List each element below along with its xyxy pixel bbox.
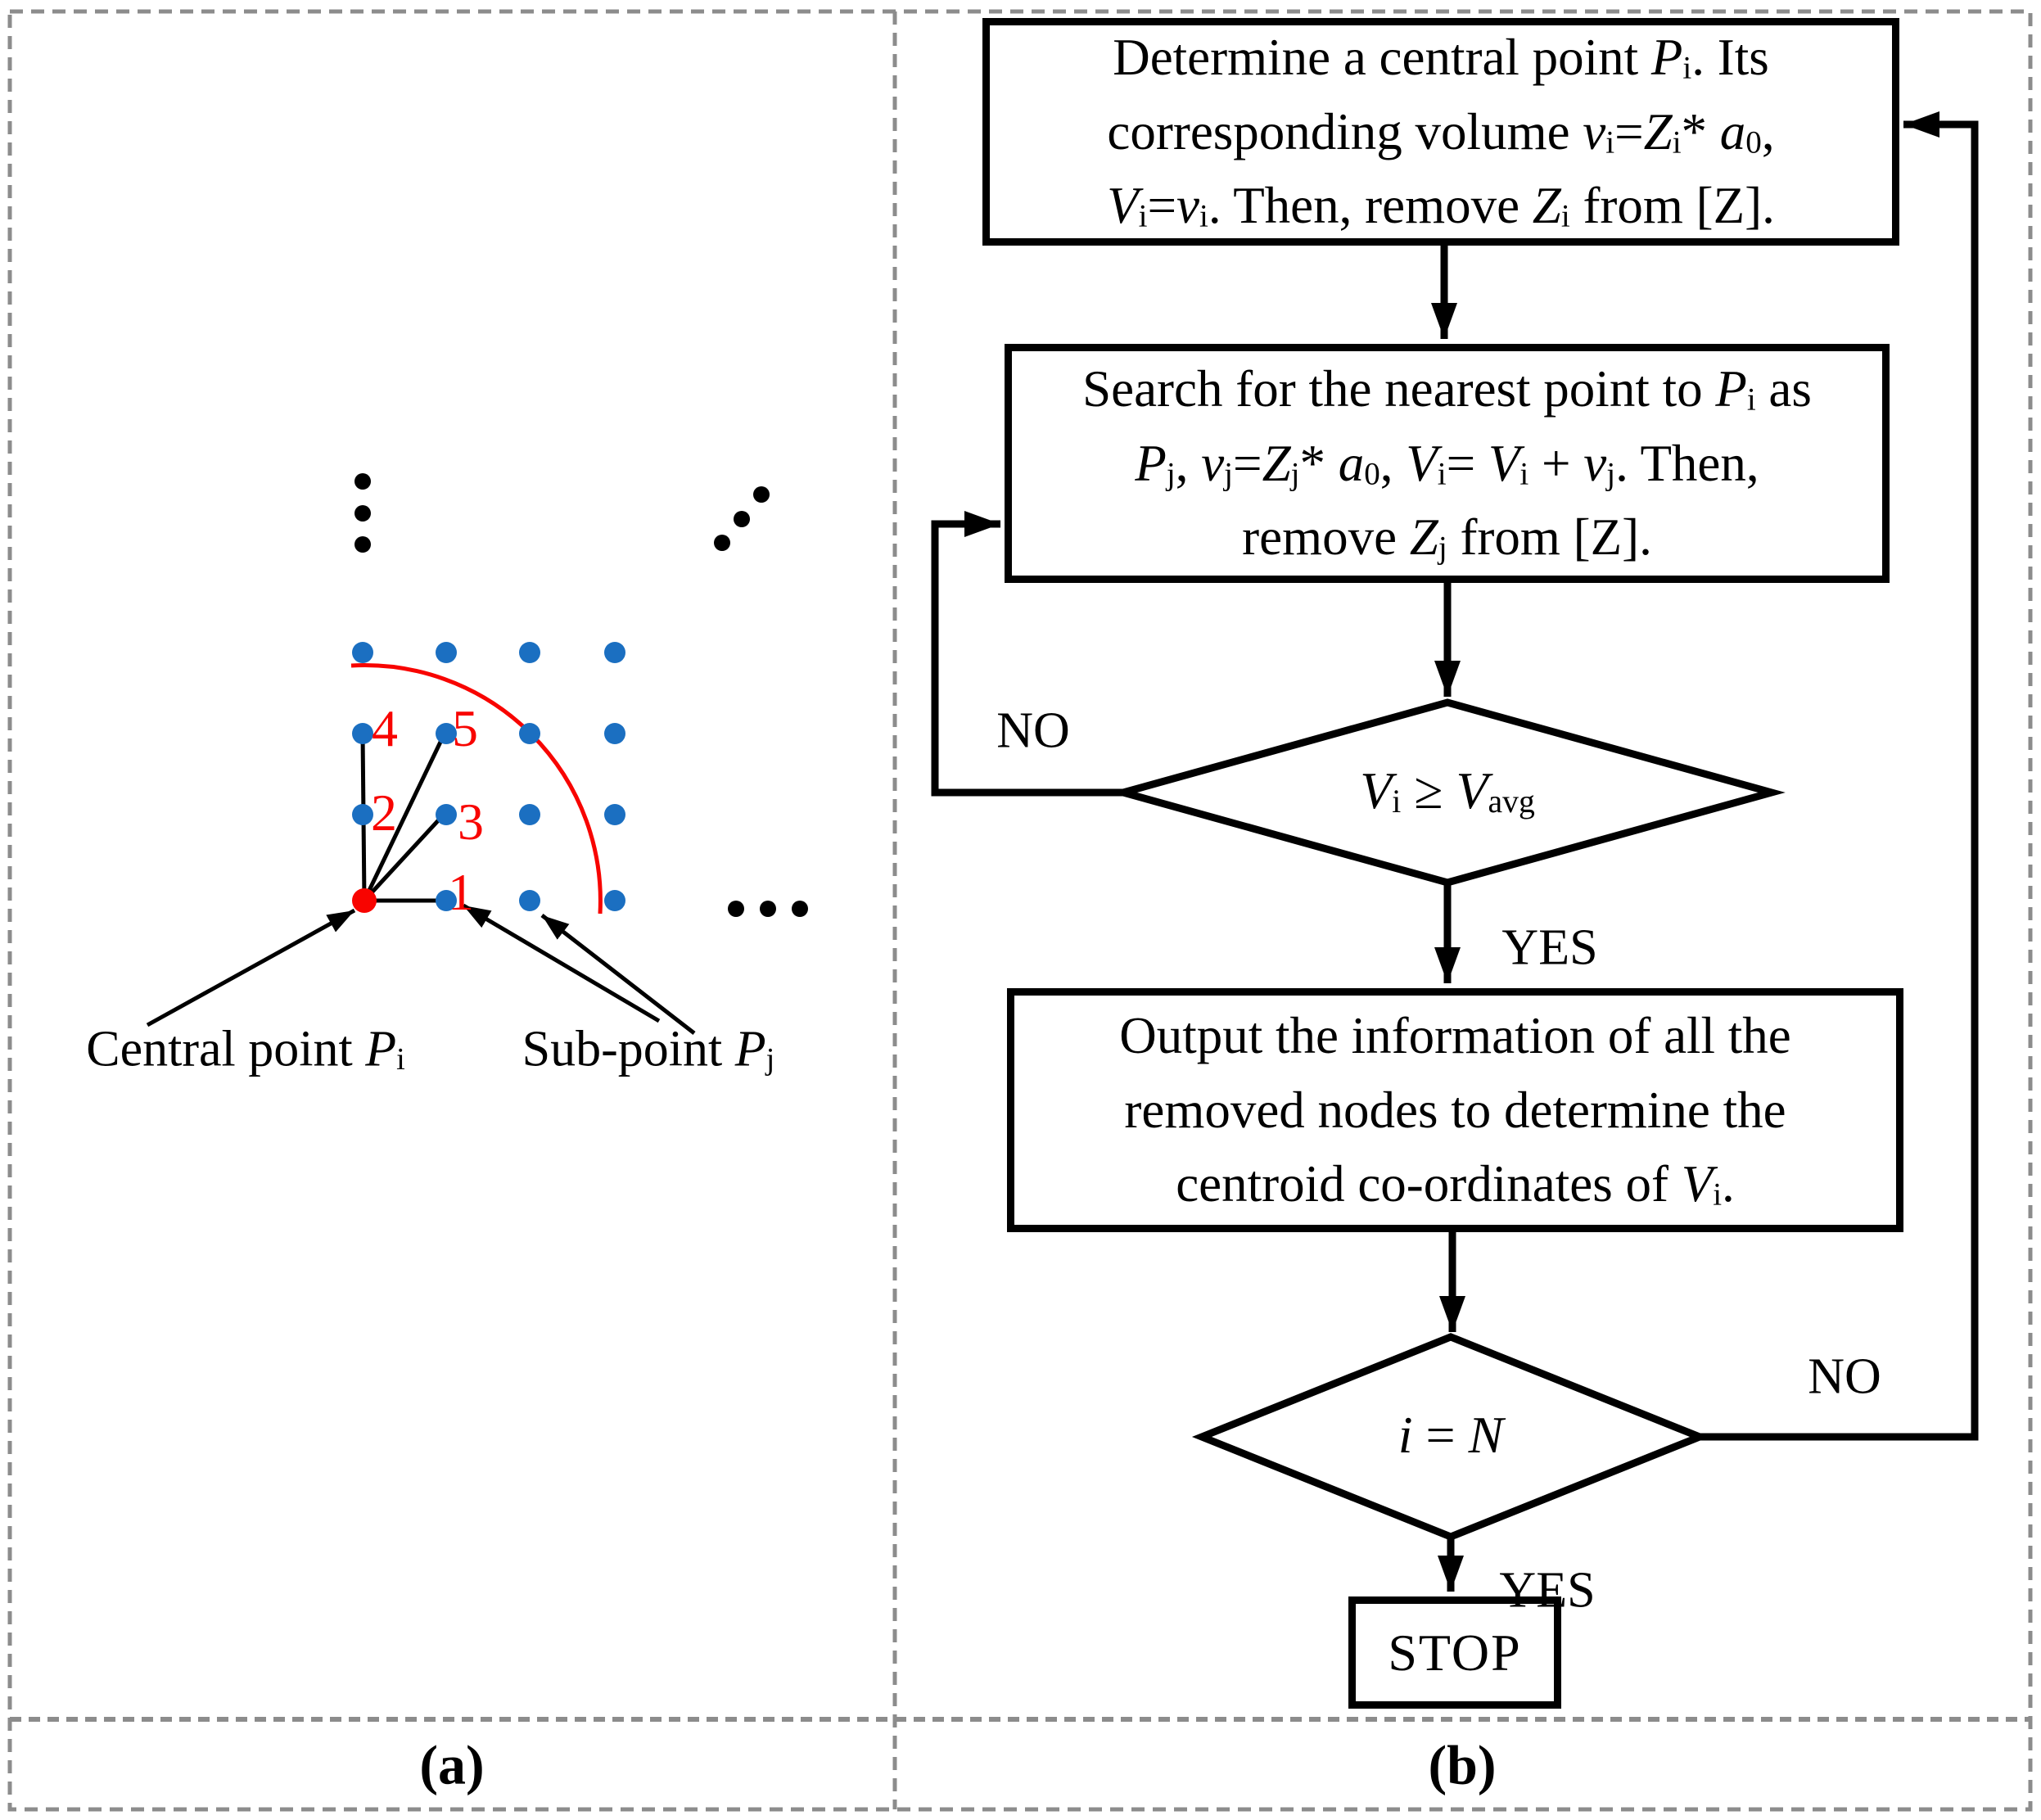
grid-dot xyxy=(436,642,457,663)
grid-dot xyxy=(519,723,540,744)
ellipsis-dot xyxy=(354,473,371,490)
grid-dot xyxy=(519,804,540,825)
link-to-point-3 xyxy=(363,815,444,902)
decision1-diamond xyxy=(1109,698,1786,887)
grid-dot xyxy=(352,723,373,744)
neighbor-number-5: 5 xyxy=(452,699,478,757)
annotation-arrows xyxy=(146,903,696,1035)
ellipsis-dot xyxy=(792,901,808,917)
ellipsis-horizontal xyxy=(728,901,808,917)
grid-dots xyxy=(352,642,625,911)
caption-panel-a: (a) xyxy=(419,1733,485,1796)
grid-dot xyxy=(352,642,373,663)
grid-dot xyxy=(436,890,457,911)
ellipsis-dot xyxy=(753,486,770,503)
ellipsis-dot xyxy=(734,511,750,527)
grid-dot xyxy=(519,890,540,911)
loop-no-decision2 xyxy=(1700,111,1979,1441)
ellipsis-vertical xyxy=(354,473,371,553)
decision2-condition: i = N xyxy=(1398,1406,1504,1464)
ellipsis-dot xyxy=(354,536,371,553)
edge-label-yes-decision2: YES xyxy=(1499,1562,1596,1619)
neighbor-number-1: 1 xyxy=(448,863,474,921)
neighbor-number-4: 4 xyxy=(372,699,398,757)
grid-dot xyxy=(436,723,457,744)
link-to-point-5 xyxy=(362,735,445,902)
flow-box-stop: STOP xyxy=(1348,1596,1561,1709)
neighbor-links xyxy=(360,733,446,903)
caption-panel-b: (b) xyxy=(1428,1733,1497,1796)
decision2-diamond xyxy=(1191,1333,1710,1541)
edge-label-no-decision1: NO xyxy=(996,702,1070,759)
grid-dot xyxy=(604,804,625,825)
grid-dot xyxy=(436,804,457,825)
outer-border xyxy=(7,9,2033,1812)
central-point-dot xyxy=(352,888,377,913)
grid-dot xyxy=(604,642,625,663)
edge-label-yes-decision1: YES xyxy=(1501,919,1598,976)
grid-dot xyxy=(604,723,625,744)
stop-label: STOP xyxy=(1388,1623,1522,1682)
edge-label-no-decision2: NO xyxy=(1808,1348,1881,1405)
loop-no-decision1 xyxy=(931,511,1123,797)
grid-dot xyxy=(519,642,540,663)
sub-point-arrow-2 xyxy=(540,914,696,1035)
ellipsis-diagonal xyxy=(714,486,770,551)
decision1-condition: Vi ≥ Vavg xyxy=(1360,761,1535,820)
grid-dot xyxy=(352,804,373,825)
ellipsis-dot xyxy=(728,901,744,917)
flow-connectors xyxy=(931,111,1979,1592)
ellipsis-dot xyxy=(714,535,730,551)
grid-dot xyxy=(604,890,625,911)
ellipsis-dot xyxy=(354,505,371,522)
sub-point-label: Sub-point Pj xyxy=(522,1021,775,1077)
sub-point-arrow-1 xyxy=(462,903,661,1023)
ellipsis-dot xyxy=(760,901,776,917)
central-point-label: Central point Pi xyxy=(86,1021,405,1077)
neighbor-number-2: 2 xyxy=(371,784,397,842)
central-point-arrow xyxy=(146,908,356,1027)
neighbor-number-3: 3 xyxy=(458,793,484,851)
